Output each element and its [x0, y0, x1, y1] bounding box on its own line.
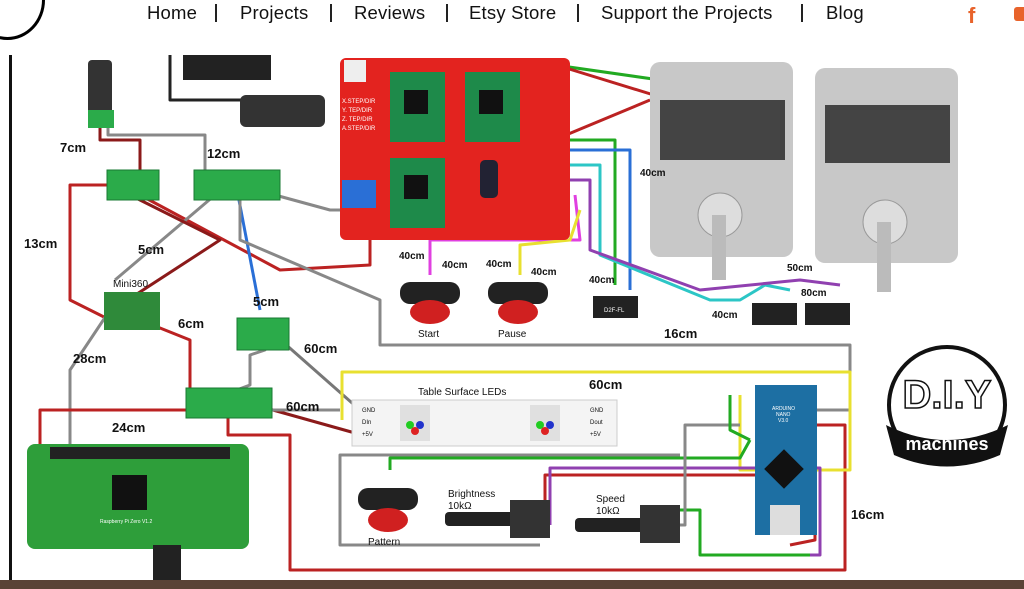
fan — [183, 55, 271, 80]
svg-text:+5V: +5V — [362, 432, 373, 438]
svg-text:50cm: 50cm — [787, 263, 813, 274]
brightness-potentiometer — [445, 500, 550, 538]
cnc-shield — [340, 58, 570, 240]
svg-text:Pause: Pause — [498, 329, 527, 340]
svg-text:Dout: Dout — [590, 420, 603, 426]
nav-projects[interactable]: Projects — [240, 2, 309, 23]
svg-text:Raspberry Pi Zero V1.2: Raspberry Pi Zero V1.2 — [100, 519, 152, 525]
svg-text:DIn: DIn — [362, 420, 371, 426]
svg-text:7cm: 7cm — [60, 140, 86, 155]
endstops — [593, 296, 850, 325]
svg-text:ARDUINO: ARDUINO — [772, 406, 795, 412]
wire-length-labels: 7cm 12cm 13cm 5cm 5cm 6cm 28cm 60cm 60cm… — [24, 140, 884, 522]
svg-text:Speed: Speed — [596, 494, 625, 505]
svg-text:V3.0: V3.0 — [778, 418, 789, 424]
svg-text:40cm: 40cm — [531, 267, 557, 278]
svg-text:60cm: 60cm — [286, 399, 319, 414]
svg-text:A.STEP/DIR: A.STEP/DIR — [342, 126, 376, 132]
svg-text:24cm: 24cm — [112, 420, 145, 435]
page-border — [9, 55, 12, 585]
svg-text:GND: GND — [590, 408, 604, 414]
nav-reviews[interactable]: Reviews — [354, 2, 426, 23]
raspberry-pi-zero — [27, 444, 249, 580]
shield-axis-labels: X.STEP/DIR Y. TEP/DIR Z. TEP/DIR A.STEP/… — [342, 99, 376, 132]
pattern-button — [358, 488, 418, 532]
nav-divider — [446, 4, 448, 22]
svg-text:10kΩ: 10kΩ — [596, 506, 620, 517]
svg-text:Table Surface LEDs: Table Surface LEDs — [418, 387, 506, 398]
youtube-icon[interactable] — [1014, 7, 1024, 21]
led-strip — [351, 399, 618, 447]
top-nav: Home Projects Reviews Etsy Store Support… — [0, 0, 1024, 40]
svg-text:X.STEP/DIR: X.STEP/DIR — [342, 99, 376, 105]
svg-text:6cm: 6cm — [178, 316, 204, 331]
start-button — [400, 282, 460, 324]
nav-divider — [215, 4, 217, 22]
wires — [38, 55, 852, 572]
svg-text:Pattern: Pattern — [368, 537, 400, 548]
svg-text:60cm: 60cm — [304, 341, 337, 356]
speed-potentiometer — [575, 505, 680, 543]
svg-text:40cm: 40cm — [399, 251, 425, 262]
pause-button — [488, 282, 548, 324]
svg-text:Y. TEP/DIR: Y. TEP/DIR — [342, 108, 373, 114]
svg-text:40cm: 40cm — [712, 310, 738, 321]
svg-text:40cm: 40cm — [486, 259, 512, 270]
mini360-board — [104, 292, 160, 330]
svg-text:5cm: 5cm — [253, 294, 279, 309]
nav-blog[interactable]: Blog — [826, 2, 864, 23]
svg-text:machines: machines — [905, 434, 988, 454]
svg-text:GND: GND — [362, 408, 376, 414]
terminal-blocks — [106, 169, 290, 419]
svg-text:Start: Start — [418, 329, 439, 340]
stepper-motor — [815, 68, 958, 292]
svg-text:12cm: 12cm — [207, 146, 240, 161]
svg-text:80cm: 80cm — [801, 288, 827, 299]
stepper-motor — [650, 62, 793, 280]
nav-divider — [801, 4, 803, 22]
svg-text:10kΩ: 10kΩ — [448, 501, 472, 512]
diy-machines-logo: D.I.Y machines — [886, 345, 1008, 467]
svg-text:Z. TEP/DIR: Z. TEP/DIR — [342, 117, 373, 123]
dc-jack — [88, 60, 114, 128]
arduino-nano — [755, 385, 817, 535]
nav-home[interactable]: Home — [147, 2, 198, 23]
facebook-icon[interactable]: f — [968, 3, 976, 28]
svg-text:5cm: 5cm — [138, 242, 164, 257]
svg-text:60cm: 60cm — [589, 377, 622, 392]
svg-text:D2F-FL: D2F-FL — [604, 308, 625, 314]
svg-text:28cm: 28cm — [73, 351, 106, 366]
svg-text:16cm: 16cm — [851, 507, 884, 522]
svg-text:40cm: 40cm — [442, 260, 468, 271]
nav-support[interactable]: Support the Projects — [601, 2, 773, 23]
nav-divider — [330, 4, 332, 22]
usb-plug — [240, 95, 325, 127]
footer-bar — [0, 580, 1024, 589]
component-labels: Mini360 Start Pause Pattern Brightness 1… — [113, 279, 625, 548]
svg-text:+5V: +5V — [590, 432, 601, 438]
svg-text:Mini360: Mini360 — [113, 279, 148, 290]
nav-etsy-store[interactable]: Etsy Store — [469, 2, 557, 23]
svg-text:NANO: NANO — [776, 412, 791, 418]
svg-text:40cm: 40cm — [640, 168, 666, 179]
svg-text:16cm: 16cm — [664, 326, 697, 341]
svg-text:40cm: 40cm — [589, 275, 615, 286]
svg-text:Brightness: Brightness — [448, 489, 495, 500]
nav-divider — [577, 4, 579, 22]
svg-text:13cm: 13cm — [24, 236, 57, 251]
svg-text:D.I.Y: D.I.Y — [903, 373, 992, 417]
